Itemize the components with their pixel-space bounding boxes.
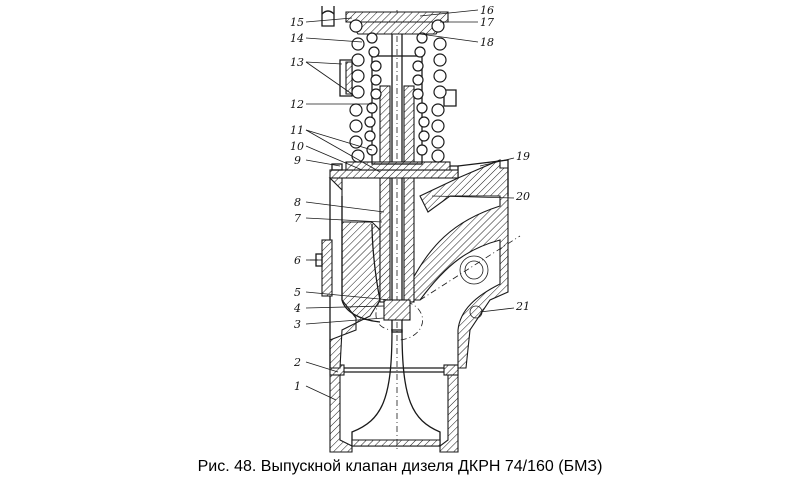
valve-stem — [391, 10, 403, 452]
callout-11: 11 — [290, 124, 304, 137]
callout-15: 15 — [290, 16, 304, 29]
side-cover — [310, 239, 333, 297]
callout-5: 5 — [294, 286, 301, 299]
valve-disc — [351, 329, 441, 447]
inner-spring-right — [412, 32, 430, 156]
callout-21: 21 — [515, 300, 530, 313]
spring-seat — [329, 161, 459, 179]
valve-cage-body — [329, 364, 459, 453]
callout-12: 12 — [290, 98, 304, 111]
callout-14: 14 — [290, 32, 304, 45]
outer-spring-left — [349, 19, 365, 163]
callout-6: 6 — [294, 254, 301, 267]
spring-retainer-cap — [321, 6, 449, 35]
callout-3: 3 — [294, 318, 301, 331]
bracket — [339, 59, 457, 107]
callout-17: 17 — [480, 16, 494, 29]
callout-16: 16 — [480, 4, 494, 17]
callout-1: 1 — [294, 380, 301, 393]
callout-9: 9 — [294, 154, 301, 167]
callout-13: 13 — [290, 56, 304, 69]
outer-spring-right — [431, 19, 447, 163]
callout-labels: 1 2 3 4 5 6 7 8 9 10 11 12 13 14 15 16 1… — [290, 4, 530, 393]
callout-10: 10 — [290, 140, 304, 153]
figure-caption: Рис. 48. Выпускной клапан дизеля ДКРН 74… — [197, 458, 603, 475]
callout-7: 7 — [294, 212, 301, 225]
inner-spring-left — [364, 32, 382, 156]
callout-4: 4 — [293, 302, 301, 315]
callout-18: 18 — [480, 36, 494, 49]
leader-lines — [305, 9, 515, 401]
callout-19: 19 — [516, 150, 530, 163]
callout-2: 2 — [293, 356, 301, 369]
valve-housing — [328, 159, 521, 369]
callout-20: 20 — [515, 190, 530, 203]
callout-8: 8 — [294, 196, 301, 209]
guide-bushing — [379, 85, 415, 321]
